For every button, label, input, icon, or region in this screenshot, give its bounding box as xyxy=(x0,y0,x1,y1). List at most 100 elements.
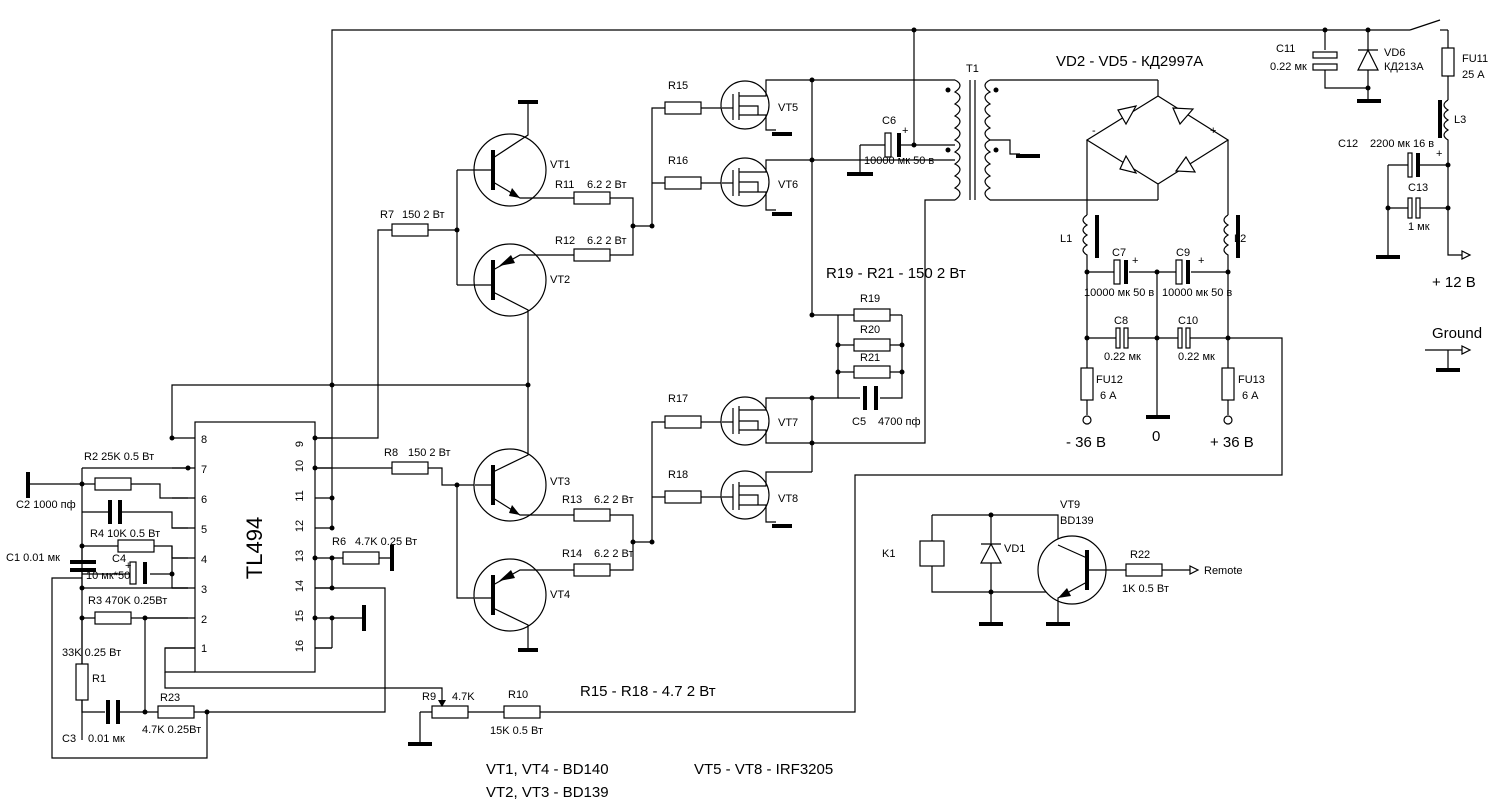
r22-value: 1K 0.5 Вт xyxy=(1122,583,1169,595)
vt5-vt8-note: VT5 - VT8 - IRF3205 xyxy=(694,761,833,778)
c6-label: C6 xyxy=(882,115,896,127)
labels: R2 25K 0.5 Вт C2 1000 пф R4 10K 0.5 Вт C… xyxy=(6,43,1488,801)
vd6-label: VD6 xyxy=(1384,47,1405,59)
feedback-wire xyxy=(164,672,443,705)
c12-label: C12 xyxy=(1338,138,1358,150)
plus-36v-label: + 36 В xyxy=(1210,434,1254,451)
c4-value: 10 мк*50 xyxy=(86,570,130,582)
r7-label: R7 xyxy=(380,209,394,221)
r6-label: R6 xyxy=(332,536,346,548)
c7-label: C7 xyxy=(1112,247,1126,259)
r8-value: 150 2 Вт xyxy=(408,447,451,459)
c4-plus: + xyxy=(125,560,131,572)
c9-value: 10000 мк 50 в xyxy=(1162,287,1232,299)
c12-value: 2200 мк 16 в xyxy=(1370,138,1434,150)
pin-11: 11 xyxy=(294,490,306,501)
r7-resistor xyxy=(391,170,460,285)
pin-12: 12 xyxy=(294,520,306,532)
c8-value: 0.22 мк xyxy=(1104,351,1141,363)
c9-plus: + xyxy=(1198,255,1204,267)
output-capacitors xyxy=(540,259,1283,713)
c1-label: C1 0.01 мк xyxy=(6,552,60,564)
vt6-mosfet xyxy=(720,157,812,216)
bridge-plus: + xyxy=(1210,125,1216,137)
l3-label: L3 xyxy=(1454,114,1466,126)
r9-label: R9 xyxy=(422,691,436,703)
r7-value: 150 2 Вт xyxy=(402,209,445,221)
vt5-label: VT5 xyxy=(778,102,798,114)
pin-7: 7 xyxy=(201,464,207,476)
vd2-vd5-note: VD2 - VD5 - КД2997А xyxy=(1056,53,1203,70)
r21-label: R21 xyxy=(860,352,880,364)
c11-label: C11 xyxy=(1276,43,1295,55)
r22-label: R22 xyxy=(1130,549,1150,561)
vt2-vt3-note: VT2, VT3 - BD139 xyxy=(486,784,609,801)
t1-label: T1 xyxy=(966,63,979,75)
r12-label: R12 xyxy=(555,235,575,247)
c13-value: 1 мк xyxy=(1408,221,1430,233)
r1-label: R1 xyxy=(92,673,106,685)
zero-label: 0 xyxy=(1152,428,1160,445)
output-inductors xyxy=(1082,214,1240,272)
r6-network xyxy=(312,545,394,649)
l1-label: L1 xyxy=(1060,233,1072,245)
pin-14: 14 xyxy=(294,580,306,592)
vt7-label: VT7 xyxy=(778,417,798,429)
fu12-label: FU12 xyxy=(1096,374,1123,386)
c2-label: C2 1000 пф xyxy=(16,499,76,511)
pin-9: 9 xyxy=(294,441,306,447)
r8-label: R8 xyxy=(384,447,398,459)
c6-value: 10000 мк 50 в xyxy=(864,155,934,167)
c12-plus: + xyxy=(1436,148,1442,160)
pin-8: 8 xyxy=(201,434,207,446)
r1-value: 33K 0.25 Вт xyxy=(62,647,121,659)
pin-15: 15 xyxy=(294,610,306,622)
r9-value: 4.7K xyxy=(452,691,475,703)
vt9-label: VT9 xyxy=(1060,499,1080,511)
pin-2: 2 xyxy=(201,614,207,626)
timing-network xyxy=(26,384,528,759)
r4-label: R4 10K 0.5 Вт xyxy=(90,528,160,540)
ic-name: TL494 xyxy=(242,517,267,579)
pin-1: 1 xyxy=(201,643,207,655)
r13-label: R13 xyxy=(562,494,582,506)
vt4-label: VT4 xyxy=(550,589,570,601)
c7-value: 10000 мк 50 в xyxy=(1084,287,1154,299)
c5-label: C5 xyxy=(852,416,866,428)
fu13-label: FU13 xyxy=(1238,374,1265,386)
fu13-value: 6 А xyxy=(1242,390,1259,402)
vt8-label: VT8 xyxy=(778,493,798,505)
fu11-label: FU11 xyxy=(1462,53,1488,65)
pin-13: 13 xyxy=(294,550,306,562)
c7-plus: + xyxy=(1132,255,1138,267)
fu12-value: 6 А xyxy=(1100,390,1117,402)
t1-transformer xyxy=(945,79,1158,201)
pin-6: 6 xyxy=(201,494,207,506)
c13-label: C13 xyxy=(1408,182,1428,194)
pin-16: 16 xyxy=(294,640,306,652)
r17-label: R17 xyxy=(668,393,688,405)
c9-label: C9 xyxy=(1176,247,1190,259)
r18-label: R18 xyxy=(668,469,688,481)
diode-bridge xyxy=(1085,80,1230,215)
vd6-value: КД213А xyxy=(1384,61,1424,73)
vt2-transistor xyxy=(457,243,574,385)
vt1-vt4-note: VT1, VT4 - BD140 xyxy=(486,761,609,778)
r23-label: R23 xyxy=(160,692,180,704)
r11-label: R11 xyxy=(555,179,574,191)
r2-label: R2 25K 0.5 Вт xyxy=(84,451,154,463)
ic-pins-right: 9 10 11 12 13 14 15 16 xyxy=(294,441,306,652)
minus-36v-label: - 36 В xyxy=(1066,434,1106,451)
l2-label: L2 xyxy=(1234,233,1246,245)
r14-value: 6.2 2 Вт xyxy=(594,548,634,560)
vt4-transistor xyxy=(473,558,574,652)
r6-value: 4.7K 0.25 Вт xyxy=(355,536,417,548)
r14-label: R14 xyxy=(562,548,582,560)
c10-value: 0.22 мк xyxy=(1178,351,1215,363)
vt1-transistor xyxy=(457,100,574,207)
r12-value: 6.2 2 Вт xyxy=(587,235,627,247)
pin-3: 3 xyxy=(201,584,207,596)
r20-label: R20 xyxy=(860,324,880,336)
vt3-label: VT3 xyxy=(550,476,570,488)
r9-r10 xyxy=(408,700,541,746)
